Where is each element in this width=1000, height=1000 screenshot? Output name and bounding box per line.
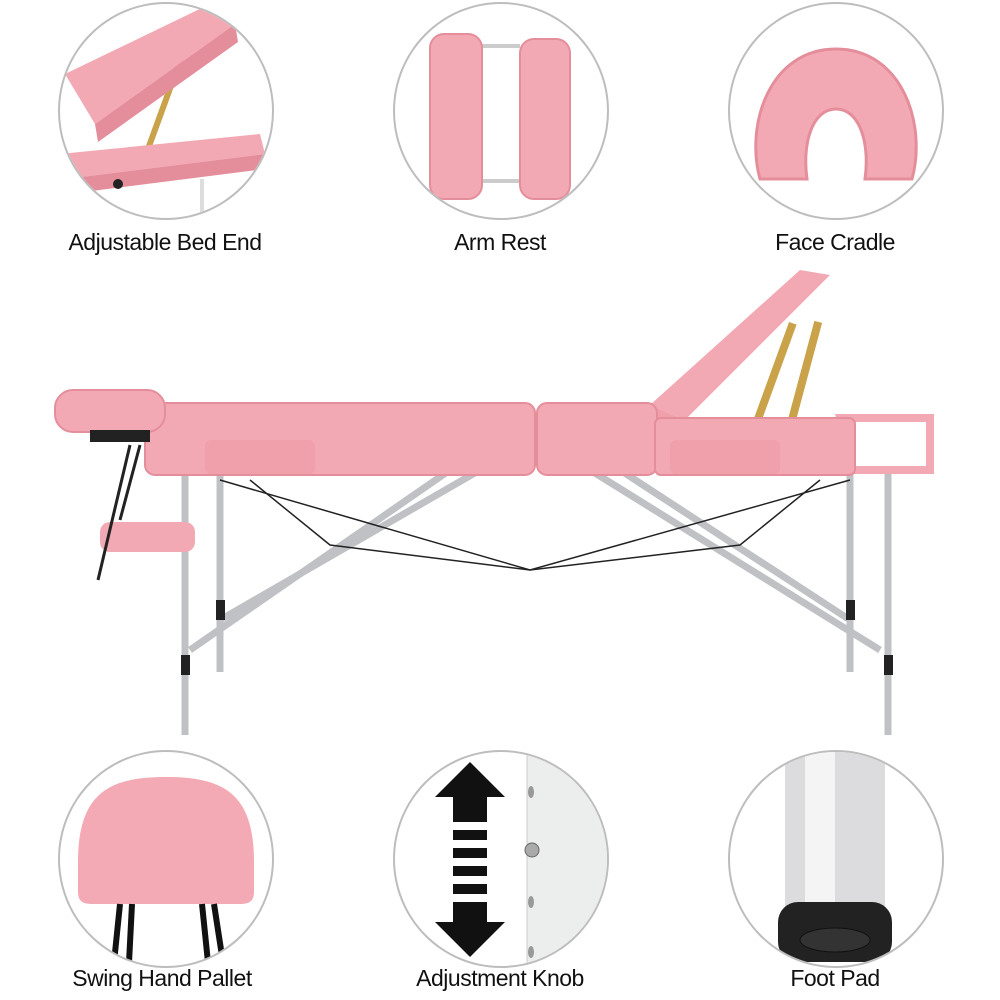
massage-table-illustration [54, 270, 934, 735]
face-cradle-detail [728, 2, 944, 220]
arm-rest-detail [393, 2, 609, 220]
feature-label: Face Cradle [775, 229, 895, 255]
up-down-arrow-icon [435, 762, 505, 957]
feature-label: Adjustment Knob [416, 965, 584, 991]
foot-pad-detail [728, 750, 944, 968]
swing-hand-pallet-detail [58, 750, 274, 968]
adjustment-knob-detail [393, 750, 609, 968]
adjustable-bed-end-detail [58, 2, 274, 220]
feature-label: Arm Rest [454, 229, 546, 255]
feature-label: Adjustable Bed End [68, 229, 262, 255]
feature-label: Swing Hand Pallet [72, 965, 252, 991]
feature-label: Foot Pad [790, 965, 880, 991]
